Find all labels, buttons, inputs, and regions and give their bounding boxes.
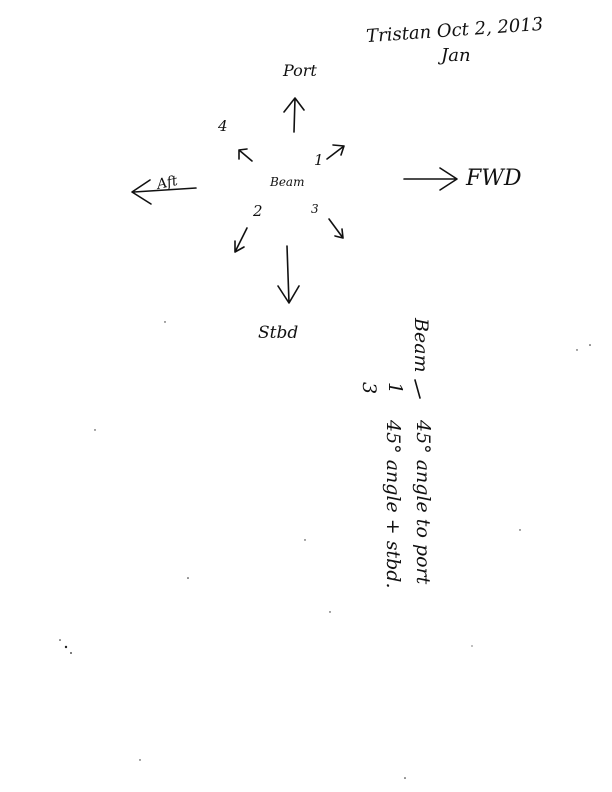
- note-beam-label: Beam: [410, 318, 432, 373]
- speck: [329, 611, 331, 613]
- arrow-diag-3: [328, 218, 344, 239]
- speck: [187, 577, 189, 579]
- speck: [404, 777, 406, 779]
- speck: [576, 349, 578, 351]
- note-number-1: 1: [384, 382, 406, 395]
- aft-label: Aft: [155, 173, 180, 193]
- direction-number-1: 1: [314, 151, 324, 169]
- arrow-diag-1: [326, 144, 345, 160]
- arrow-down-stbd: [277, 245, 300, 304]
- arrow-right-fwd: [403, 167, 458, 191]
- speck: [519, 529, 521, 531]
- second-name: Jan: [441, 45, 471, 66]
- arrow-diag-2: [234, 227, 248, 253]
- speck: [471, 645, 473, 647]
- direction-number-2: 2: [253, 202, 263, 220]
- arrow-diag-4: [238, 148, 253, 162]
- direction-number-3: 3: [311, 202, 319, 216]
- speck: [164, 321, 166, 323]
- note-line-port: 45° angle to port: [412, 420, 434, 585]
- speck: [589, 344, 591, 346]
- speck: [70, 652, 72, 654]
- speck: [304, 539, 306, 541]
- port-label: Port: [283, 61, 317, 80]
- fwd-label: FWD: [466, 166, 522, 191]
- note-line-stbd: 45° angle + stbd.: [382, 420, 404, 589]
- speck: [139, 759, 141, 761]
- direction-number-4: 4: [218, 117, 228, 135]
- stbd-label: Stbd: [258, 323, 299, 343]
- note-number-3: 3: [358, 382, 380, 395]
- brace-stroke: [414, 379, 421, 399]
- arrow-left-aft: [131, 179, 197, 205]
- beam-center-label: Beam: [270, 175, 305, 189]
- arrow-up-port: [283, 97, 305, 133]
- speck: [64, 645, 68, 649]
- speck: [59, 639, 61, 641]
- speck: [94, 429, 96, 431]
